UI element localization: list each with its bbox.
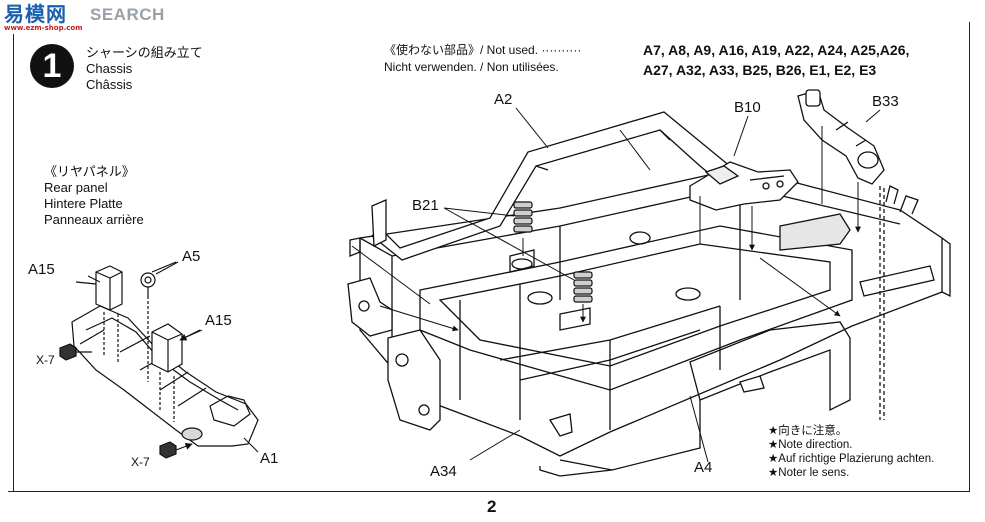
unused-parts-line-1: A7, A8, A9, A16, A19, A22, A24, A25,A26, [643,42,910,58]
label-a5: A5 [182,248,201,265]
label-b33: B33 [872,93,899,110]
step-title-en: Chassis [86,61,133,76]
watermark: 易模网 www.ezm-shop.com SEARCH [4,4,165,32]
note-line-jp: ★向きに注意。 [768,425,848,437]
label-a2: A2 [494,91,513,108]
watermark-logo: 易模网 www.ezm-shop.com [4,4,86,32]
label-b21: B21 [412,197,439,214]
rear-panel-title-fr: Panneaux arrière [44,212,144,227]
note-line-en: ★Note direction. [768,439,853,451]
b33-part-drawing [797,89,885,185]
direction-note: ★向きに注意。 ★Note direction. ★Auf richtige P… [768,424,934,480]
unused-parts-line-2: A27, A32, A33, B25, B26, E1, E2, E3 [643,62,877,78]
callout-lines [87,107,881,463]
left-margin-rule [13,34,14,492]
note-line-fr: ★Noter le sens. [768,467,850,479]
note-line-de: ★Auf richtige Plazierung achten. [768,453,935,465]
label-a15-mid: A15 [205,312,232,329]
label-x7-bottom: X-7 [131,455,150,469]
chassis-drawing [347,167,951,477]
rear-panel-title-en: Rear panel [44,180,108,195]
step-title-jp: シャーシの組み立て [86,45,203,60]
unused-line-2: Nicht verwenden. / Non utilisées. [384,60,559,74]
unused-parts-heading: 《使わない部品》/ Not used. ·········· Nicht ver… [384,42,581,76]
step-number-badge: 1 [30,44,74,88]
rear-panel-title: 《リヤパネル》 Rear panel Hintere Platte Pannea… [44,164,144,228]
b21-springs-drawing [513,201,593,303]
label-a34: A34 [430,463,457,480]
label-b10: B10 [734,99,761,116]
label-x7-top: X-7 [36,353,55,367]
page-number: 2 [487,497,497,516]
label-a15-top: A15 [28,261,55,278]
watermark-site: www.ezm-shop.com [4,24,83,32]
watermark-hanzi: 易模网 [4,2,67,26]
watermark-brand: SEARCH [90,5,165,24]
rear-panel-title-jp: 《リヤパネル》 [44,164,135,179]
page-frame [8,22,970,492]
rear-panel-drawing [59,261,259,459]
label-a4: A4 [694,459,713,476]
step-title-fr: Châssis [86,77,133,92]
label-a1: A1 [260,450,279,467]
step-title: シャーシの組み立て Chassis Châssis [86,45,203,93]
unused-line-1: 《使わない部品》/ Not used. ·········· [384,43,582,57]
unused-parts-list: A7, A8, A9, A16, A19, A22, A24, A25,A26,… [643,40,909,80]
rear-panel-title-de: Hintere Platte [44,196,123,211]
b10-part-drawing [689,161,799,211]
